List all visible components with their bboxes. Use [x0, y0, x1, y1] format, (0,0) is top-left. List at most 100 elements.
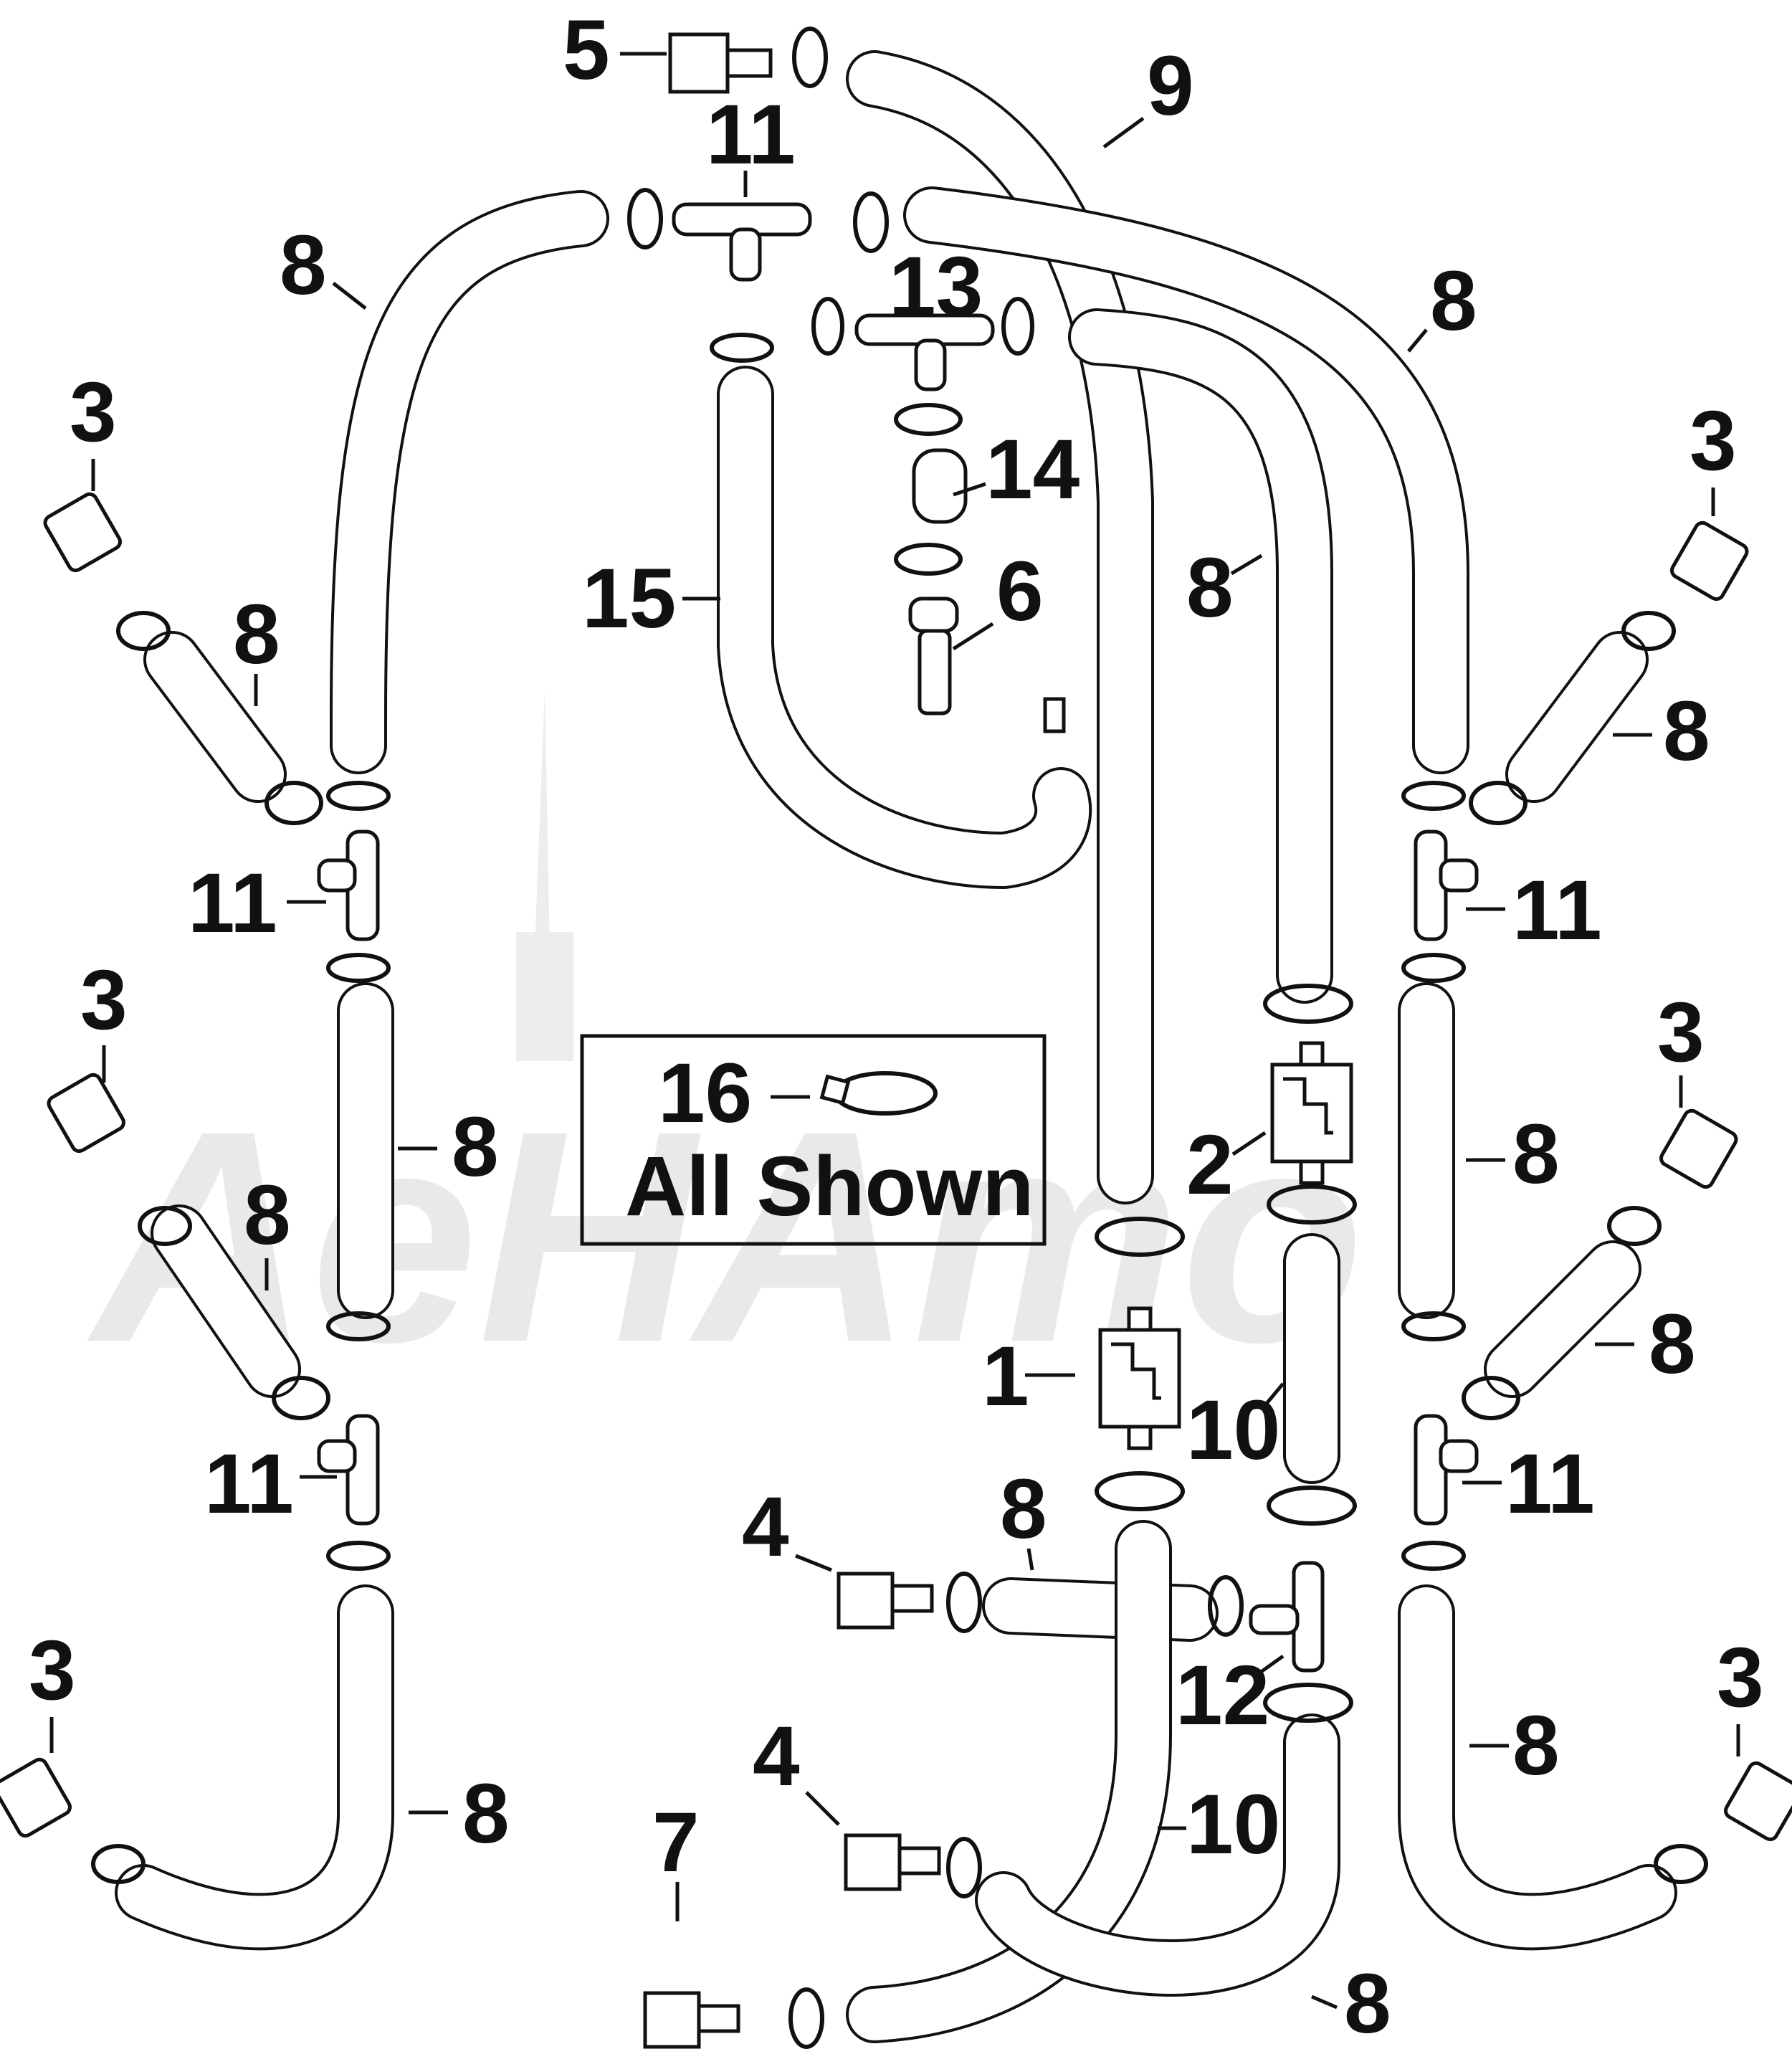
fitting-3-right-2 [1659, 1108, 1738, 1189]
clamp-icon [1208, 1575, 1244, 1637]
clamp-icon [1654, 1844, 1708, 1884]
clamp-icon [326, 781, 391, 811]
clamp-icon [1401, 1311, 1466, 1341]
clamp-icon [946, 1837, 982, 1898]
fuel-filter-2-element [1283, 1077, 1333, 1135]
clamp-icon [710, 333, 774, 363]
callout-8-right-bottom: 8 [1512, 1698, 1560, 1793]
clamps [91, 27, 1708, 2049]
clamp-icon [1462, 1376, 1520, 1420]
callout-5: 5 [563, 3, 610, 98]
callout-8-mid-right: 8 [1186, 541, 1234, 635]
callout-8-right-tube: 8 [1512, 1107, 1560, 1202]
clamp-icon [853, 191, 889, 253]
elbow-fitting-4-bottom [844, 1833, 902, 1891]
elbow-fitting-4-top [837, 1572, 895, 1630]
callout-8-right-short-1: 8 [1663, 684, 1710, 779]
clamp-icon [138, 1206, 192, 1246]
callout-8-left-short-1: 8 [233, 587, 280, 682]
clamp-icon [116, 611, 171, 651]
callout-4-top: 4 [742, 1480, 789, 1574]
callout-8-left-tube: 8 [452, 1100, 499, 1194]
callout-8-right-short-2: 8 [1649, 1297, 1696, 1392]
legend-border [580, 1034, 1047, 1246]
legend-number: 16 [658, 1046, 752, 1141]
fitting-6 [908, 596, 959, 633]
callout-9: 9 [1147, 39, 1194, 133]
callout-11-right-2: 11 [1505, 1437, 1595, 1531]
legend-text: All Shown [625, 1139, 1034, 1234]
callout-8-left-bottom: 8 [462, 1767, 510, 1861]
clamp-icon [894, 543, 963, 576]
fitting-3-left-1 [43, 492, 122, 573]
clamp-icon [264, 781, 323, 825]
clamp-icon [1621, 611, 1676, 651]
callout-8-top-right: 8 [1430, 254, 1477, 348]
callout-8-center: 8 [1000, 1462, 1047, 1556]
clamp-icon [894, 403, 963, 436]
clamp-icon [1267, 1485, 1357, 1526]
clamp-icon [946, 1572, 982, 1633]
clamp-icon [1001, 297, 1034, 356]
fuel-filter-1-element [1111, 1342, 1161, 1400]
callout-3-right-3: 3 [1717, 1630, 1764, 1725]
callout-12: 12 [1176, 1648, 1269, 1743]
fitting-3-right-1 [1670, 520, 1749, 602]
clamp-icon [326, 1311, 391, 1341]
callout-3-right-1: 3 [1689, 394, 1737, 488]
clamp-icon [627, 188, 663, 249]
watermark-spire [516, 688, 573, 1061]
fitting-3-left-3 [0, 1757, 72, 1838]
elbow-nipple-5 [725, 48, 773, 78]
fitting-3-left-2 [47, 1073, 125, 1154]
callout-11-right-1: 11 [1512, 863, 1602, 958]
callout-15: 15 [582, 551, 676, 646]
callouts: 5 9 11 8 13 8 3 3 14 15 6 8 8 8 11 11 3 … [29, 3, 1764, 2049]
callout-8-left-short-2: 8 [244, 1168, 291, 1263]
callout-10-mid: 10 [1186, 1383, 1280, 1478]
leader-lines [49, 52, 1740, 2010]
callout-11-left-2: 11 [204, 1437, 294, 1531]
callout-3-left-2: 3 [80, 953, 128, 1047]
clamp-icon [91, 1844, 146, 1884]
callout-10-bottom: 10 [1186, 1777, 1280, 1872]
callout-11-top: 11 [706, 87, 796, 182]
hose-14 [912, 448, 968, 524]
callout-14: 14 [986, 422, 1080, 517]
callout-3-left-1: 3 [70, 365, 117, 460]
hoses [115, 50, 1677, 2043]
callout-7: 7 [652, 1795, 700, 1890]
clamp-icon [1095, 1217, 1185, 1257]
callout-1: 1 [982, 1329, 1029, 1424]
clamp-icon [1401, 1541, 1466, 1571]
clamp-icon [788, 1987, 824, 2049]
clamp-icon [1095, 1471, 1185, 1511]
clamp-icon [326, 1541, 391, 1571]
callout-6: 6 [996, 544, 1044, 639]
clamp-icon [1267, 1184, 1357, 1225]
clamp-icon [1263, 984, 1353, 1024]
clamp-icon [1263, 1683, 1353, 1723]
callout-3-left-3: 3 [29, 1623, 76, 1718]
vent-fitting [1043, 697, 1066, 733]
clamp-icon [326, 953, 391, 983]
fitting-3-right-3 [1724, 1761, 1792, 1842]
clamp-icon [1401, 781, 1466, 811]
clamp-icon [1607, 1206, 1662, 1246]
clamp-icon [1401, 953, 1466, 983]
fittings [0, 32, 1792, 2049]
callout-3-right-2: 3 [1657, 985, 1705, 1080]
tee-fitting-11-right-2 [1414, 1414, 1448, 1526]
callout-8-bottom-center: 8 [1344, 1957, 1391, 2049]
callout-13: 13 [889, 239, 983, 334]
clamp-icon [811, 297, 844, 356]
callout-4-bottom: 4 [753, 1709, 800, 1804]
callout-11-left-1: 11 [188, 856, 277, 951]
callout-8-top-left: 8 [280, 218, 327, 313]
legend-box: 16 All Shown [580, 1034, 1047, 1246]
clamp-icon [272, 1376, 330, 1420]
clamp-icon [1469, 781, 1528, 825]
callout-2: 2 [1186, 1118, 1234, 1212]
clamp-icon [792, 27, 828, 88]
